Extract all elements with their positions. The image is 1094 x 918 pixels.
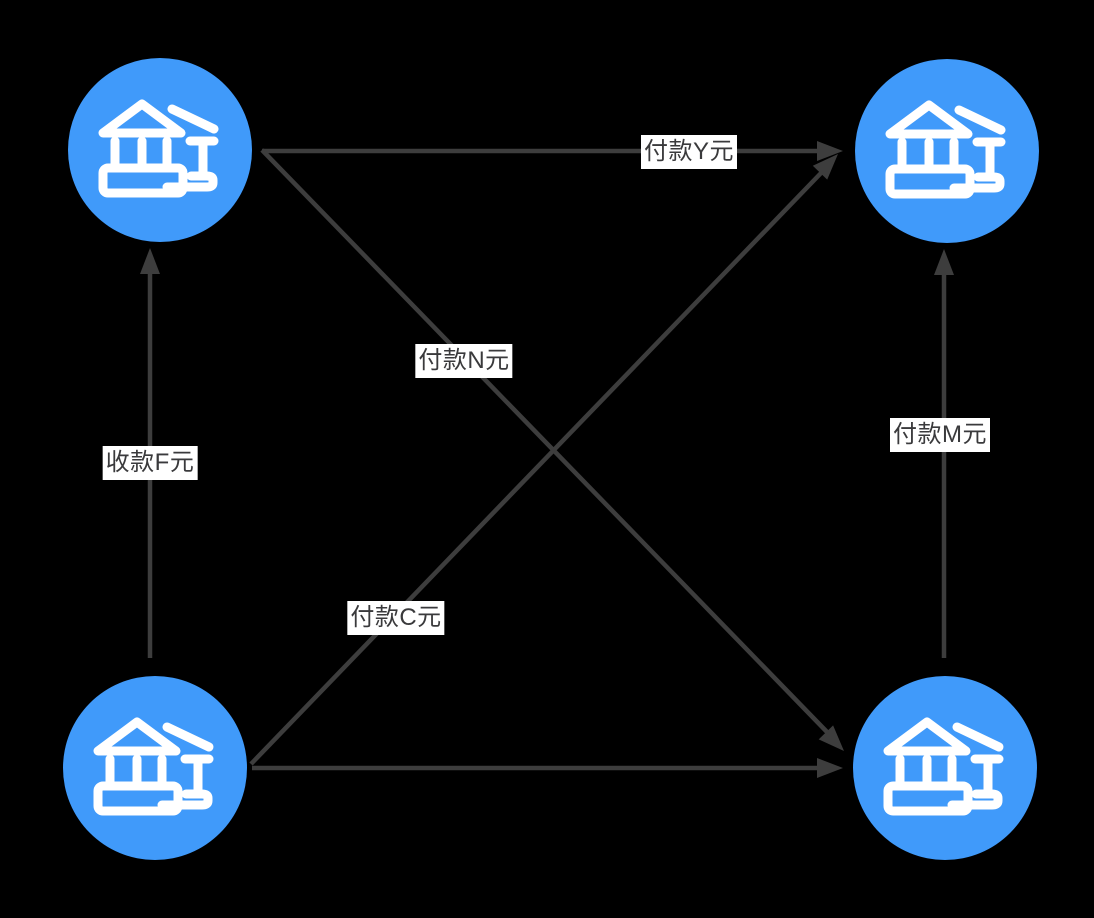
- edge-label-receive-f: 收款F元: [102, 446, 198, 480]
- bank-node-top-left: [68, 58, 252, 242]
- edge-label-pay-n: 付款N元: [415, 344, 513, 378]
- edge-right-arrowhead: [934, 249, 954, 275]
- arrowheads-layer: [140, 141, 954, 778]
- edge-left-arrowhead: [140, 248, 160, 274]
- edge-bottom-arrowhead: [817, 758, 843, 778]
- edge-label-pay-m: 付款M元: [890, 418, 990, 452]
- edge-label-pay-c: 付款C元: [347, 601, 445, 635]
- bank-node-top-right: [855, 59, 1039, 243]
- edge-diagonal-down-arrowhead: [818, 725, 844, 751]
- edge-label-pay-y: 付款Y元: [640, 135, 738, 169]
- edge-top-arrowhead: [817, 141, 843, 161]
- edge-diagonal-down-line: [260, 148, 830, 735]
- edge-diagonal-up-line: [249, 170, 824, 766]
- edges-layer: [147, 148, 947, 771]
- bank-node-bottom-left: [63, 676, 247, 860]
- edge-diagonal-up-arrowhead: [812, 154, 838, 180]
- bank-node-bottom-right: [853, 676, 1037, 860]
